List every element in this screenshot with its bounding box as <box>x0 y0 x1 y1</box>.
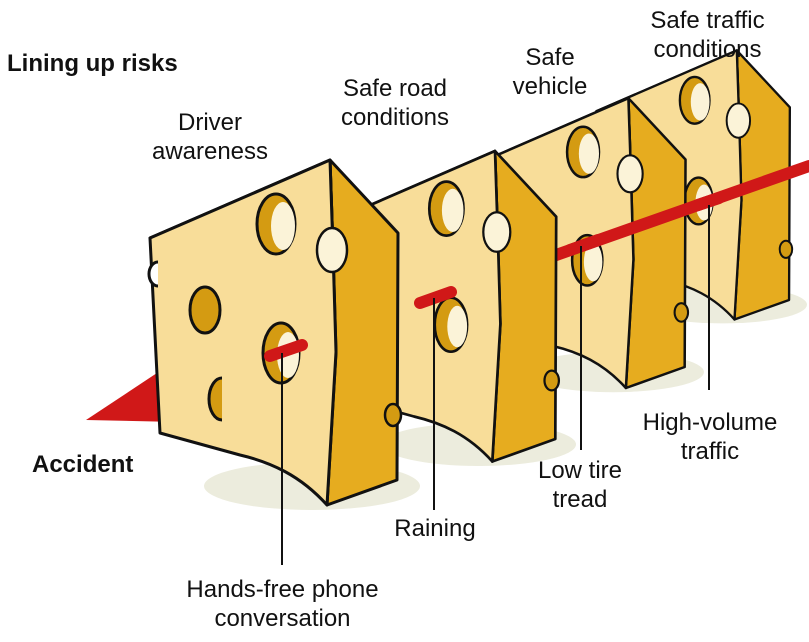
slice-label-traffic: Safe traffic conditions <box>650 7 765 63</box>
hazard-label-tire: Low tire tread <box>537 457 623 513</box>
hazard-label-traffic: High-volume traffic <box>642 409 778 465</box>
hazard-label-phone: Hands-free phone conversation <box>186 576 379 632</box>
cheese-slice-driver <box>147 158 422 512</box>
accident-label: Accident <box>32 451 134 478</box>
hazard-label-rain: Raining <box>394 515 476 542</box>
diagram-title: Lining up risks <box>7 50 178 77</box>
slice-label-road: Safe road conditions <box>340 75 450 131</box>
slice-label-driver: Driver awareness <box>151 109 269 165</box>
slice-label-vehicle: Safe vehicle <box>512 44 588 100</box>
